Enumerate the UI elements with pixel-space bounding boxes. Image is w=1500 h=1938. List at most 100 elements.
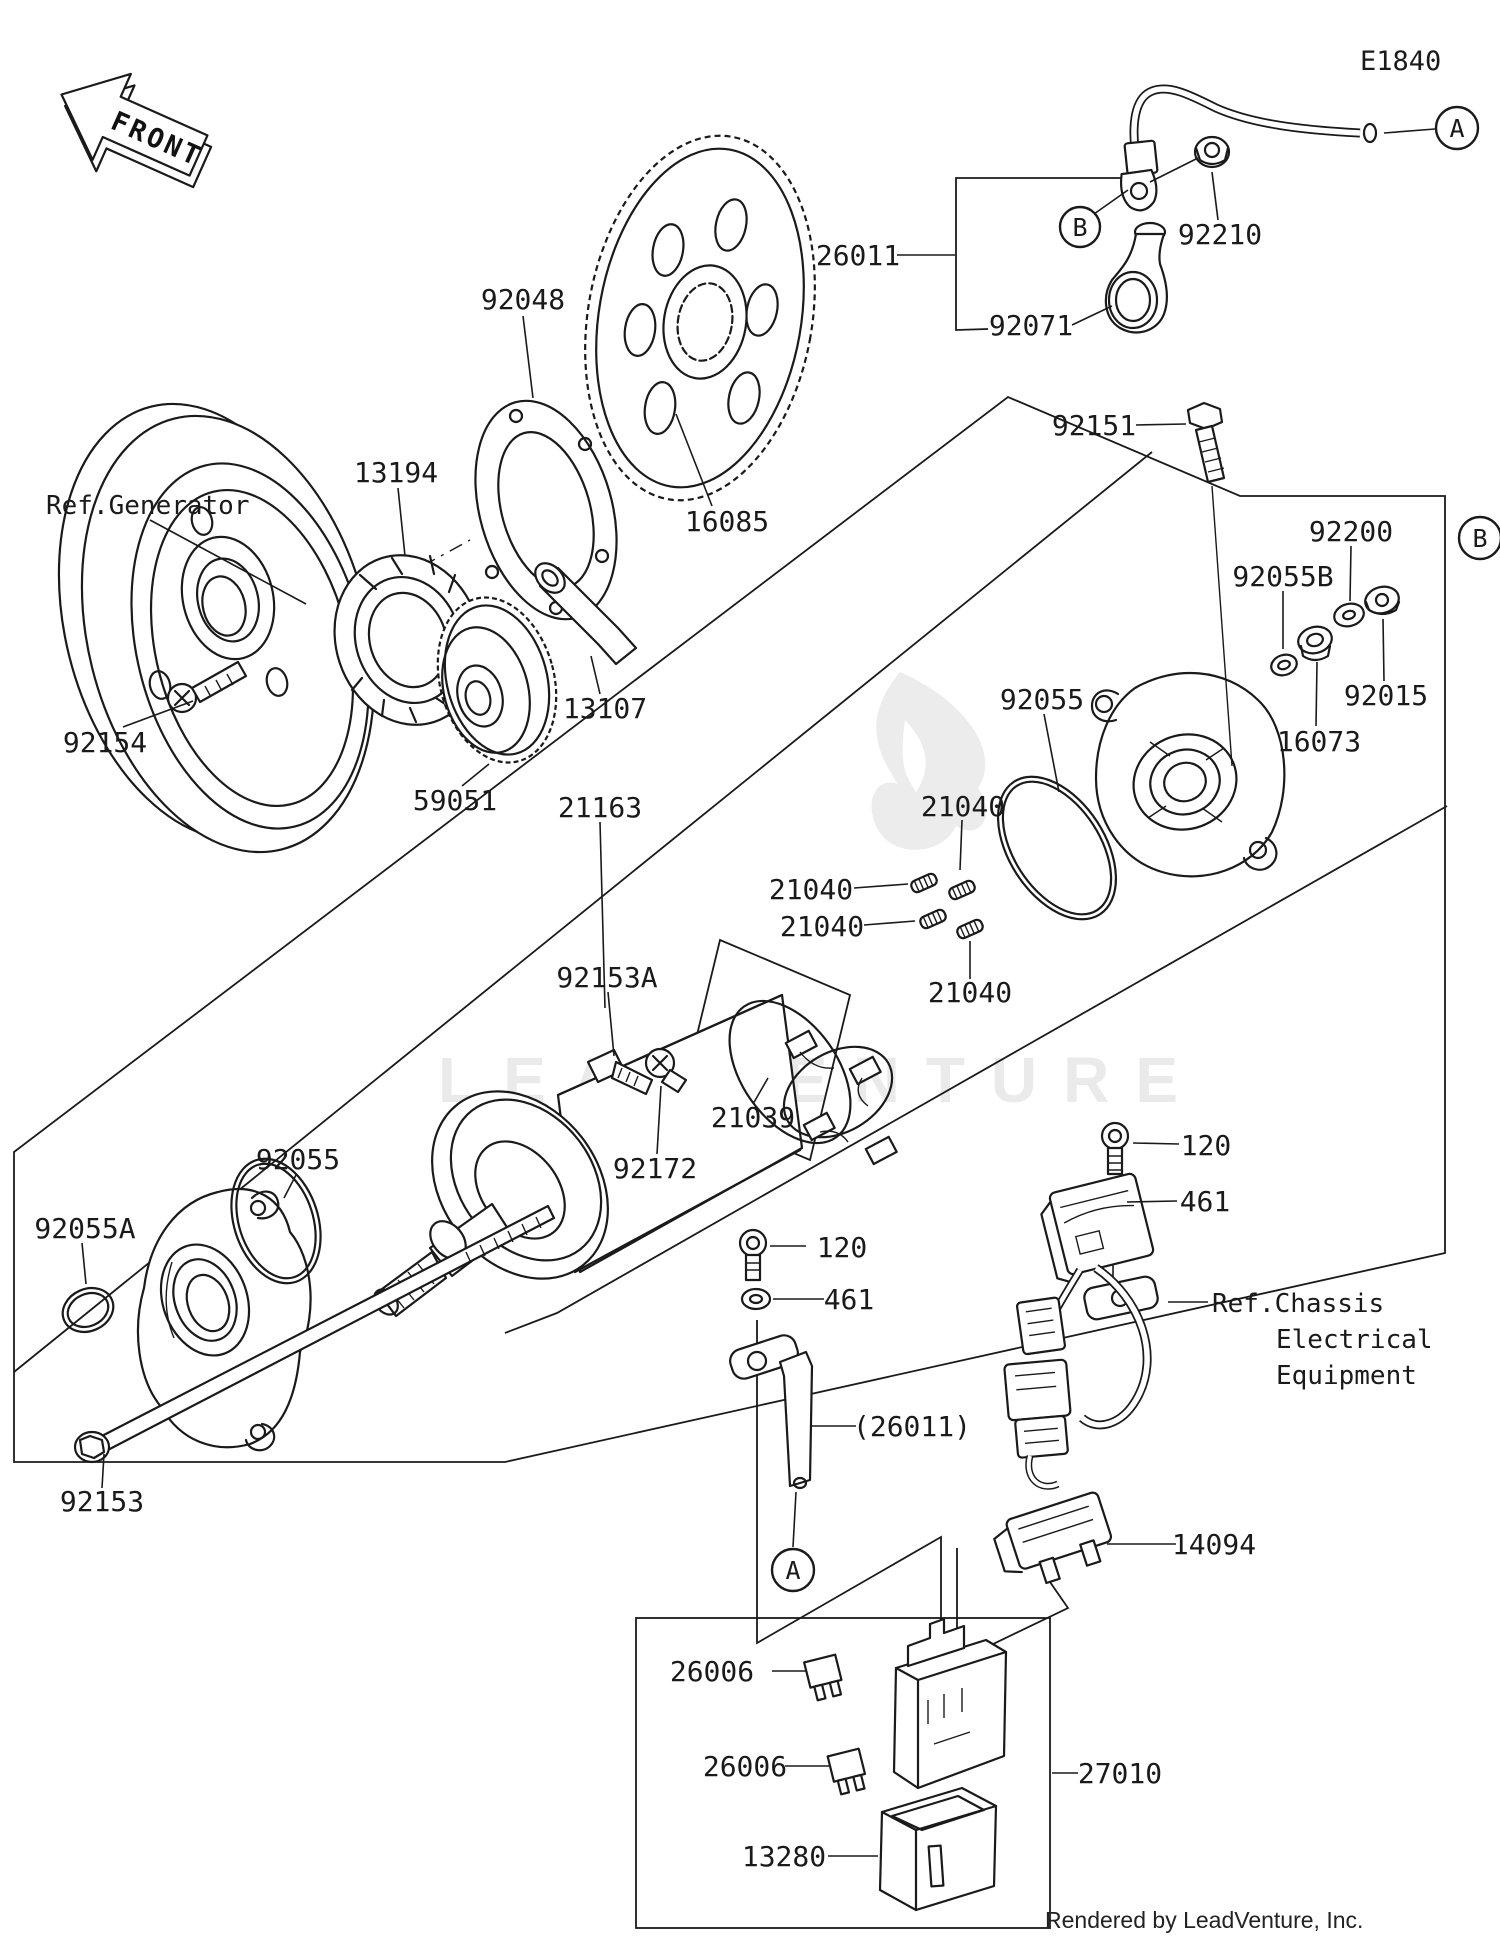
starter-cable-assembly [1093,84,1436,334]
part-label-26006: 26006 [670,1655,754,1688]
leader-21163 [599,821,606,1009]
page-code: E1840 [1360,46,1441,77]
front-end-cover [136,1187,312,1452]
part-label-16073: 16073 [1277,725,1361,758]
leader-92200 [1349,545,1352,602]
bolt-92151 [1186,401,1233,767]
leader-92153A [607,991,615,1057]
part-label-21040: 21040 [921,790,1005,823]
leader-120 [1132,1142,1180,1145]
part-label-120: 120 [1181,1129,1232,1162]
part-label-26011: (26011) [853,1410,971,1443]
rotor-screw [166,660,248,714]
part-label-92151: 92151 [1052,409,1136,442]
washer-461-mid [740,1287,772,1311]
leader-92151 [1135,423,1187,426]
part-label-461: 461 [1180,1185,1231,1218]
part-label-120: 120 [817,1231,868,1264]
part-label-92055A: 92055A [34,1212,135,1245]
bolt-120-right [1100,1121,1130,1176]
part-label-92055: 92055 [1000,683,1084,716]
part-label-21039: 21039 [711,1101,795,1134]
part-label-92154: 92154 [63,726,147,759]
part-label-92055B: 92055B [1232,560,1333,593]
nut-92210 [1193,135,1231,169]
ref-generator-label: Ref.Generator [46,491,250,521]
leader-92055A [81,1242,87,1285]
rendered-by-credit: Rendered by LeadVenture, Inc. [1045,1907,1363,1933]
leader-92153 [101,1453,105,1489]
ref-chassis-line1: Ref.Chassis [1212,1289,1384,1319]
part-label-16085: 16085 [685,505,769,538]
front-arrow: FRONT [60,72,213,189]
svg-text:B: B [1072,213,1087,242]
lower-bracket-diagonal [504,805,1448,1334]
o-ring-92055-left [230,1157,322,1285]
leader-92055 [1043,713,1060,793]
part-label-21040: 21040 [928,976,1012,1009]
nut-92015 [1364,585,1401,616]
ref-chassis-line2: Electrical [1276,1325,1433,1355]
leader-16073 [1315,661,1318,727]
part-label-92172: 92172 [613,1152,697,1185]
cable-clamp-26011 [729,1334,814,1548]
o-ring-92055-right [996,775,1118,921]
part-label-92055: 92055 [256,1143,340,1176]
leader-461 [1126,1200,1178,1203]
leader-21040 [863,920,916,926]
part-label-92153A: 92153A [556,961,657,994]
view-marker-B-2: B [1457,515,1500,561]
watermark-flame-icon [871,672,987,850]
mid-bracket [756,1320,942,1658]
through-bolt [73,1204,556,1464]
view-marker-A-0: A [1434,105,1480,151]
relay-box-outline [635,1617,1051,1929]
boot-92071 [1104,221,1169,334]
view-marker-A-3: A [770,1547,816,1593]
view-markers-layer: A B B A [770,105,1500,1593]
svg-text:A: A [785,1556,800,1585]
leader-21039 [752,1077,769,1105]
flywheel-hub [180,535,276,661]
part-label-59051: 59051 [413,784,497,817]
leader-92210 [1211,171,1219,221]
part-label-26011: 26011 [816,239,900,272]
ref-chassis-line3: Equipment [1276,1361,1417,1391]
cable-assy-bracket [955,177,1124,331]
part-label-461: 461 [824,1283,875,1316]
front-arrow-shape [60,72,209,177]
relay-cap-13280 [878,1786,998,1912]
part-label-26006: 26006 [703,1750,787,1783]
leader-92015 [1382,618,1385,682]
part-label-27010: 27010 [1078,1757,1162,1790]
starter-ring-gear [584,134,816,502]
relay-bracket-14094 [993,1491,1113,1585]
washer-92055b [1270,653,1298,677]
leader-92048 [522,315,534,399]
leader-59051 [461,763,490,787]
part-label-92153: 92153 [60,1485,144,1518]
leader-13194 [397,487,406,557]
part-label-92071: 92071 [989,309,1073,342]
leader-92071 [1071,305,1113,326]
part-label-13280: 13280 [742,1840,826,1873]
part-label-21163: 21163 [558,791,642,824]
svg-text:B: B [1472,524,1487,553]
ref-generator-leader [149,519,307,605]
part-label-92048: 92048 [481,283,565,316]
washer-92200 [1333,602,1365,628]
fuse-26006-2 [826,1747,867,1796]
terminal-bolt [586,1048,654,1096]
view-marker-B-1: B [1058,205,1102,249]
bushing-16073 [1297,625,1333,662]
leader-21040 [959,819,963,871]
shaft-sleeve [534,562,638,666]
part-label-13194: 13194 [354,456,438,489]
starter-idle-gear [436,596,558,764]
leader-92154 [122,700,194,728]
fuse-26006-1 [803,1653,843,1702]
chassis-electrical-assembly [1003,1172,1208,1490]
flywheel-rotor [57,402,376,854]
